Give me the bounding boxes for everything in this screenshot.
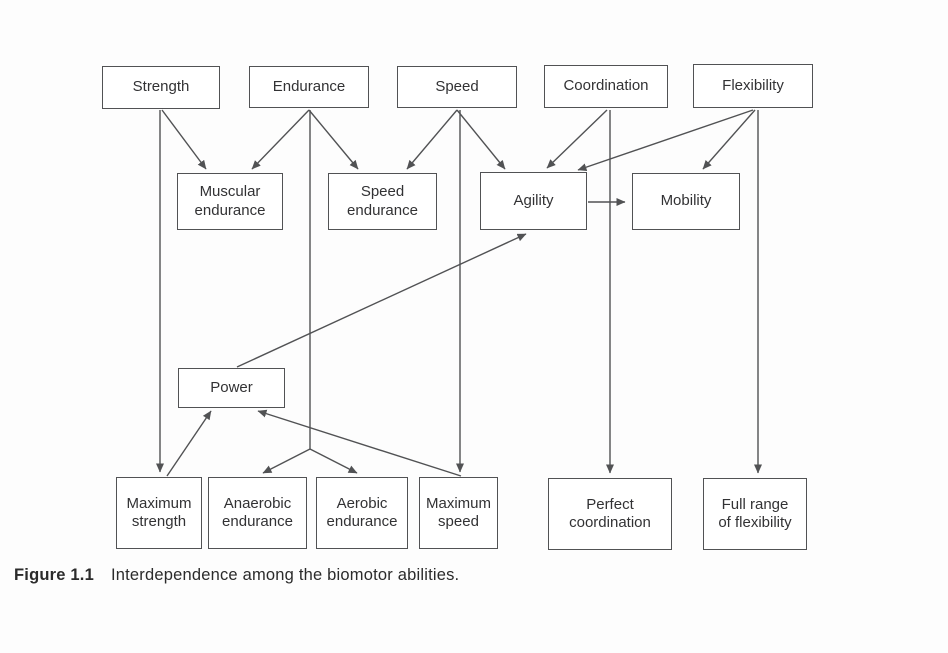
node-mobility: Mobility bbox=[632, 173, 740, 230]
edge-endurance-to-aerobic-endurance bbox=[309, 448, 358, 474]
node-speed: Speed bbox=[397, 66, 517, 108]
edge-endurance-to-anaerobic-endurance bbox=[262, 448, 311, 474]
node-speed-endurance: Speed endurance bbox=[328, 173, 437, 230]
node-aerobic-endurance: Aerobic endurance bbox=[316, 477, 408, 549]
node-strength: Strength bbox=[102, 66, 220, 109]
node-coordination: Coordination bbox=[544, 65, 668, 108]
figure-caption: Figure 1.1 Interdependence among the biom… bbox=[14, 566, 459, 585]
figure-caption-text: Interdependence among the biomotor abili… bbox=[110, 566, 460, 584]
node-endurance: Endurance bbox=[249, 66, 369, 108]
node-flexibility: Flexibility bbox=[693, 64, 813, 108]
edge-strength-to-muscular-endurance bbox=[161, 109, 207, 170]
node-full-range-of-flexibility: Full range of flexibility bbox=[703, 478, 807, 550]
edge-endurance-to-speed-endurance bbox=[308, 109, 359, 170]
edge-endurance-to-muscular-endurance bbox=[251, 109, 310, 170]
node-power: Power bbox=[178, 368, 285, 408]
edge-speed-to-speed-endurance bbox=[406, 109, 458, 170]
figure-caption-number: Figure 1.1 bbox=[14, 566, 94, 584]
edge-maximum-strength-to-power bbox=[166, 410, 212, 477]
node-muscular-endurance: Muscular endurance bbox=[177, 173, 283, 230]
node-perfect-coordination: Perfect coordination bbox=[548, 478, 672, 550]
node-anaerobic-endurance: Anaerobic endurance bbox=[208, 477, 307, 549]
edge-maximum-speed-to-power bbox=[257, 409, 462, 477]
edge-flexibility-to-agility bbox=[577, 109, 754, 172]
node-maximum-speed: Maximum speed bbox=[419, 477, 498, 549]
edge-power-to-agility bbox=[236, 233, 527, 368]
node-maximum-strength: Maximum strength bbox=[116, 477, 202, 549]
edge-flexibility-to-mobility bbox=[702, 109, 756, 170]
node-agility: Agility bbox=[480, 172, 587, 230]
edge-coordination-to-agility bbox=[546, 109, 608, 169]
edge-speed-to-agility bbox=[456, 109, 506, 170]
